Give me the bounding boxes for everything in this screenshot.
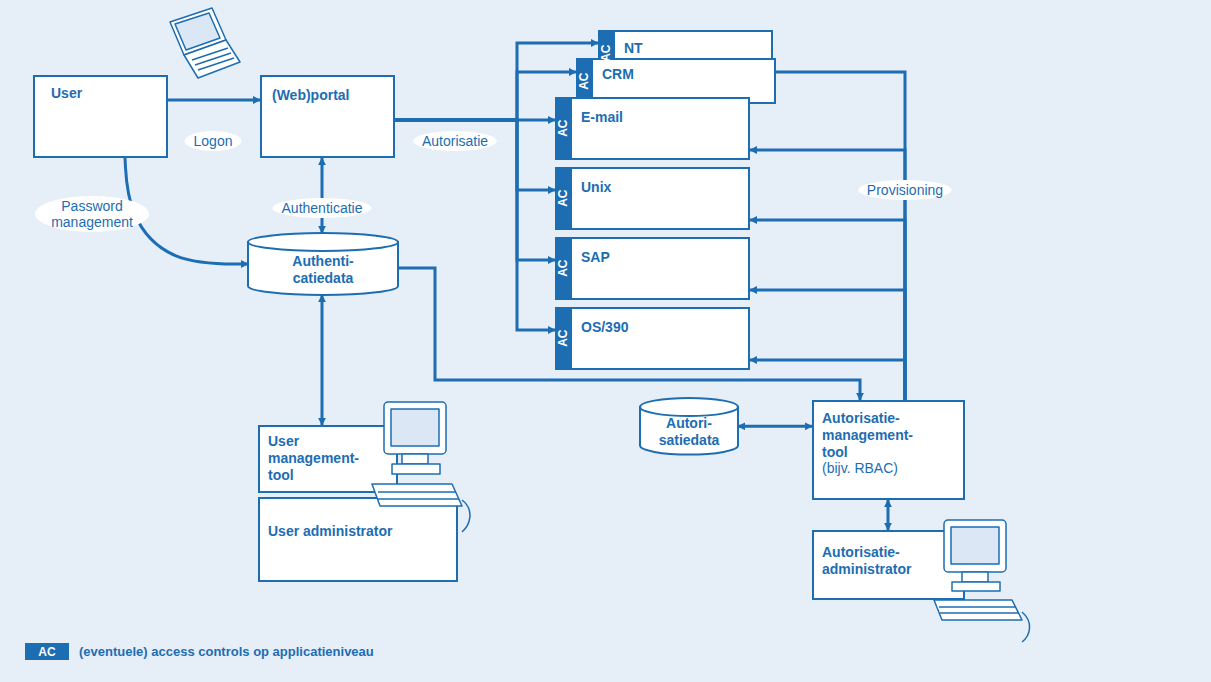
computer-icon xyxy=(372,402,470,532)
access-control-tab: AC xyxy=(555,237,572,300)
connector xyxy=(750,220,905,400)
node-label: Authenti- catiedata xyxy=(283,253,363,287)
connector xyxy=(395,72,576,120)
access-control-tab: AC xyxy=(555,167,572,230)
laptop-icon xyxy=(170,8,240,78)
connector xyxy=(887,500,890,530)
edge-label: Password management xyxy=(35,196,149,232)
tab-label: AC xyxy=(599,44,613,61)
access-control-tab: AC xyxy=(555,97,572,160)
tab-label: AC xyxy=(556,190,570,207)
node-label: Autori- satiedata xyxy=(654,415,724,449)
swatch-label: AC xyxy=(38,645,55,659)
node-label: CRM xyxy=(602,66,764,83)
tab-label: AC xyxy=(556,330,570,347)
portal-box: (Web)portal xyxy=(260,75,395,158)
cylinder-top xyxy=(248,233,398,251)
role-box: Autorisatie- administrator xyxy=(812,530,965,600)
tab-label: AC xyxy=(556,120,570,137)
access-control-tab: AC xyxy=(555,307,572,370)
node-label: (Web)portal xyxy=(272,87,383,104)
edge-label: Logon xyxy=(185,131,242,151)
computer-icon xyxy=(934,520,1030,642)
node-label: SAP xyxy=(581,249,738,266)
edge-label: Authenticatie xyxy=(273,198,372,218)
edge-label: Provisioning xyxy=(858,180,952,200)
data-store: Autori- satiedata xyxy=(640,398,738,455)
cylinder-top xyxy=(640,398,738,416)
edge-label: Autorisatie xyxy=(413,131,497,151)
legend: AC (eventuele) access controls op applica… xyxy=(25,643,374,660)
node-label: Autorisatie- management- tool xyxy=(822,410,934,460)
tool-box: Autorisatie- management- tool(bijv. RBAC… xyxy=(812,400,965,500)
node-label: Autorisatie- administrator xyxy=(822,544,955,578)
connector xyxy=(321,158,324,233)
tab-label: AC xyxy=(556,260,570,277)
connector xyxy=(750,290,905,400)
connector xyxy=(168,99,260,102)
connector xyxy=(395,120,555,330)
connector xyxy=(321,295,324,425)
application-box: UnixAC xyxy=(555,167,750,230)
node-label: NT xyxy=(624,40,761,57)
node-label: OS/390 xyxy=(581,319,738,336)
connector xyxy=(738,425,812,428)
user-box: User xyxy=(33,75,168,158)
application-box: E-mailAC xyxy=(555,97,750,160)
legend-swatch: AC xyxy=(25,643,69,660)
node-label: (bijv. RBAC) xyxy=(822,460,955,477)
application-box: OS/390AC xyxy=(555,307,750,370)
application-box: SAP AC xyxy=(555,237,750,300)
node-label: User management- tool xyxy=(268,433,388,483)
role-box: User administrator xyxy=(258,497,458,582)
connector xyxy=(395,120,555,190)
node-label: E-mail xyxy=(581,109,738,126)
node-label: Unix xyxy=(581,179,738,196)
connector xyxy=(395,120,555,260)
data-store: Authenti- catiedata xyxy=(248,233,398,295)
connector xyxy=(776,72,905,400)
node-label: User administrator xyxy=(268,523,448,540)
legend-text: (eventuele) access controls op applicati… xyxy=(79,644,374,659)
tool-box: User management- tool xyxy=(258,425,398,493)
node-label: User xyxy=(51,85,150,102)
connector xyxy=(750,360,905,400)
tab-label: AC xyxy=(577,72,591,89)
